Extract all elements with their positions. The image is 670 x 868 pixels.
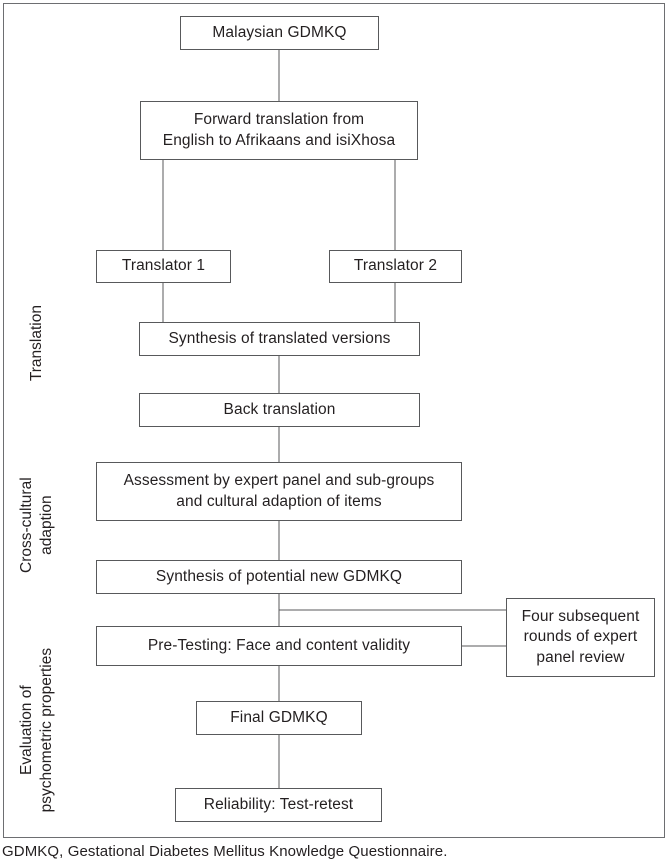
- node-synthesis-translated-versions-label: Synthesis of translated versions: [168, 329, 391, 347]
- node-four-subsequent-rounds-line2: rounds of expert: [523, 628, 638, 646]
- figure-caption: GDMKQ, Gestational Diabetes Mellitus Kno…: [2, 843, 448, 860]
- node-final-gdmkq[interactable]: Final GDMKQ: [196, 701, 362, 735]
- node-assessment-expert-panel[interactable]: Assessment by expert panel and sub-group…: [96, 462, 462, 521]
- node-translator-2[interactable]: Translator 2: [329, 250, 462, 283]
- node-forward-translation-line2: English to Afrikaans and isiXhosa: [162, 131, 396, 149]
- node-synthesis-potential-new-gdmkq-label: Synthesis of potential new GDMKQ: [155, 567, 403, 585]
- node-translator-2-label: Translator 2: [353, 257, 438, 275]
- stage-label-evaluation-psychometric: Evaluation of psychometric properties: [17, 640, 57, 820]
- node-four-subsequent-rounds-line3: panel review: [536, 648, 625, 666]
- stage-label-translation-text: Translation: [27, 305, 45, 382]
- node-translator-1[interactable]: Translator 1: [96, 250, 231, 283]
- node-synthesis-translated-versions[interactable]: Synthesis of translated versions: [139, 322, 420, 356]
- stage-label-evaluation-line1: Evaluation of: [17, 685, 35, 775]
- node-back-translation[interactable]: Back translation: [139, 393, 420, 427]
- node-assessment-expert-panel-line1: Assessment by expert panel and sub-group…: [123, 472, 435, 490]
- node-four-subsequent-rounds[interactable]: Four subsequent rounds of expert panel r…: [506, 598, 655, 677]
- node-forward-translation[interactable]: Forward translation from English to Afri…: [140, 101, 418, 160]
- node-final-gdmkq-label: Final GDMKQ: [230, 708, 328, 726]
- node-four-subsequent-rounds-line1: Four subsequent: [521, 607, 640, 625]
- node-malaysian-gdmkq[interactable]: Malaysian GDMKQ: [180, 16, 379, 50]
- node-malaysian-gdmkq-label: Malaysian GDMKQ: [212, 23, 347, 41]
- node-assessment-expert-panel-line2: and cultural adaption of items: [176, 492, 382, 510]
- stage-label-cross-cultural-line2: adaption: [38, 495, 55, 555]
- node-pre-testing[interactable]: Pre-Testing: Face and content validity: [96, 626, 462, 666]
- node-translator-1-label: Translator 1: [121, 257, 206, 275]
- stage-label-translation: Translation: [27, 288, 47, 398]
- stage-label-evaluation-line2: psychometric properties: [38, 647, 55, 813]
- node-reliability-test-retest[interactable]: Reliability: Test-retest: [175, 788, 382, 822]
- node-pre-testing-label: Pre-Testing: Face and content validity: [147, 636, 411, 654]
- node-back-translation-label: Back translation: [223, 400, 336, 418]
- node-forward-translation-line1: Forward translation from: [193, 111, 365, 129]
- stage-label-cross-cultural-adaption: Cross-cultural adaption: [17, 466, 57, 584]
- node-synthesis-potential-new-gdmkq[interactable]: Synthesis of potential new GDMKQ: [96, 560, 462, 594]
- node-reliability-test-retest-label: Reliability: Test-retest: [203, 795, 354, 813]
- stage-label-cross-cultural-line1: Cross-cultural: [17, 477, 35, 573]
